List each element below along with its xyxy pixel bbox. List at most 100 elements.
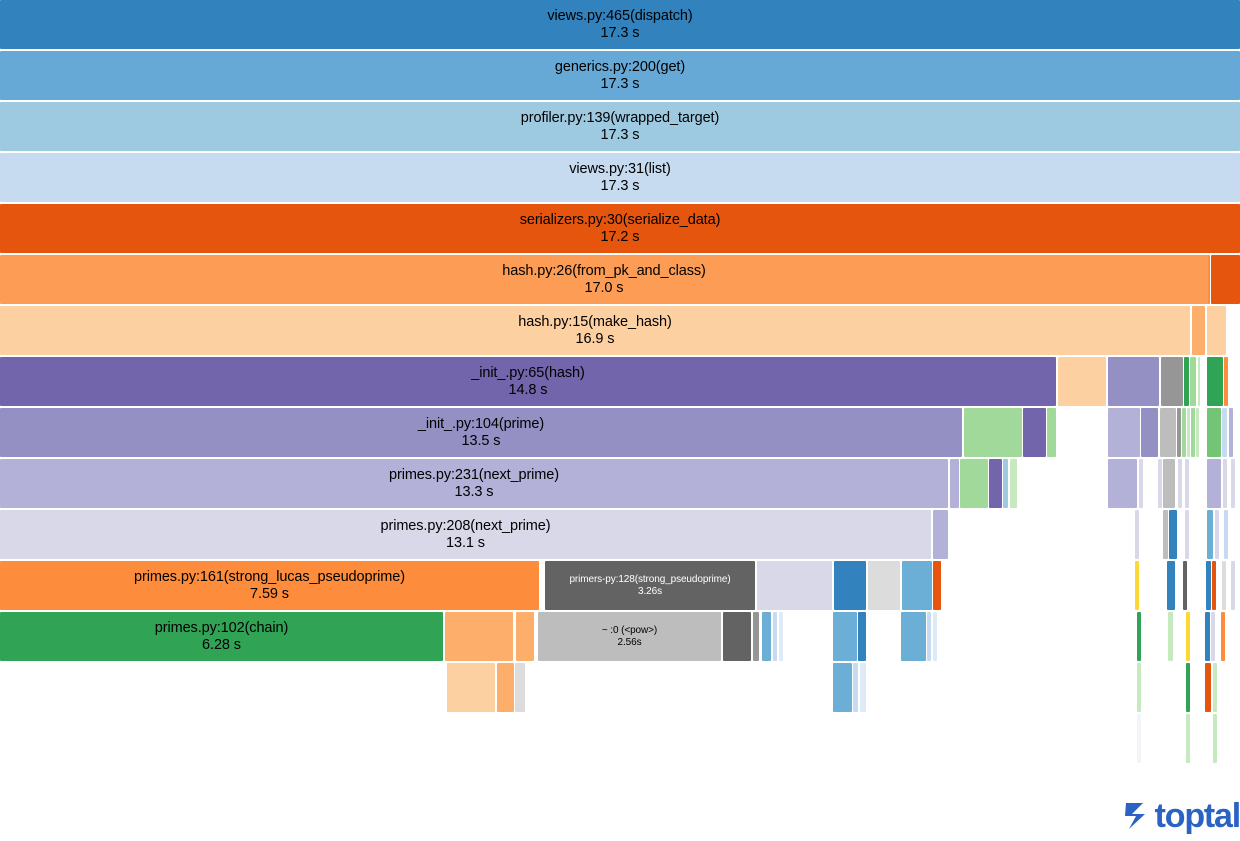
- flame-frame[interactable]: primes.py:231(next_prime)13.3 s: [0, 459, 948, 508]
- flame-frame-unlabeled[interactable]: [1010, 459, 1017, 508]
- flame-frame-unlabeled[interactable]: [1108, 408, 1140, 457]
- flame-frame-unlabeled[interactable]: [1163, 510, 1168, 559]
- flame-frame-unlabeled[interactable]: [1222, 408, 1227, 457]
- flame-frame-unlabeled[interactable]: [516, 612, 534, 661]
- flame-frame-unlabeled[interactable]: [1137, 612, 1141, 661]
- flame-frame-unlabeled[interactable]: [834, 561, 866, 610]
- flame-frame-unlabeled[interactable]: [858, 612, 866, 661]
- flame-frame-unlabeled[interactable]: [1221, 612, 1225, 661]
- flame-frame-unlabeled[interactable]: [1186, 663, 1190, 712]
- flame-frame-unlabeled[interactable]: [1177, 408, 1181, 457]
- flame-frame-unlabeled[interactable]: [779, 612, 783, 661]
- flame-frame-unlabeled[interactable]: [1212, 561, 1216, 610]
- flame-frame-unlabeled[interactable]: [723, 612, 751, 661]
- flame-frame-unlabeled[interactable]: [1198, 357, 1200, 406]
- flame-frame[interactable]: _init_.py:104(prime)13.5 s: [0, 408, 962, 457]
- flame-frame[interactable]: views.py:31(list)17.3 s: [0, 153, 1240, 202]
- flame-frame-unlabeled[interactable]: [901, 612, 926, 661]
- flame-frame-unlabeled[interactable]: [902, 561, 932, 610]
- flame-frame-unlabeled[interactable]: [445, 612, 513, 661]
- flame-frame[interactable]: _init_.py:65(hash)14.8 s: [0, 357, 1056, 406]
- flame-frame-unlabeled[interactable]: [497, 663, 514, 712]
- flame-frame-unlabeled[interactable]: [1058, 357, 1106, 406]
- flame-frame-unlabeled[interactable]: [1158, 459, 1162, 508]
- flame-frame-unlabeled[interactable]: [762, 612, 771, 661]
- flame-frame-unlabeled[interactable]: [1139, 459, 1143, 508]
- flame-frame-unlabeled[interactable]: [868, 561, 900, 610]
- flame-frame-unlabeled[interactable]: [1213, 714, 1217, 763]
- flame-frame-unlabeled[interactable]: [1161, 357, 1183, 406]
- flame-frame-unlabeled[interactable]: [1183, 561, 1187, 610]
- flame-frame-unlabeled[interactable]: [773, 612, 777, 661]
- flame-frame-unlabeled[interactable]: [1003, 459, 1008, 508]
- flame-frame-unlabeled[interactable]: [1186, 612, 1190, 661]
- flame-frame[interactable]: hash.py:26(from_pk_and_class)17.0 s: [0, 255, 1208, 304]
- flame-frame-unlabeled[interactable]: [1215, 510, 1219, 559]
- flame-frame-unlabeled[interactable]: [1023, 408, 1046, 457]
- flame-frame-unlabeled[interactable]: [1185, 510, 1189, 559]
- flame-frame-unlabeled[interactable]: [1168, 612, 1173, 661]
- flame-frame-unlabeled[interactable]: [1182, 408, 1186, 457]
- flame-frame-unlabeled[interactable]: [1196, 408, 1199, 457]
- flame-frame-unlabeled[interactable]: [1169, 510, 1177, 559]
- flame-frame-unlabeled[interactable]: [1229, 408, 1233, 457]
- flame-frame-unlabeled[interactable]: [1108, 357, 1159, 406]
- flame-frame-unlabeled[interactable]: [1141, 408, 1158, 457]
- flame-frame-unlabeled[interactable]: [1207, 408, 1221, 457]
- flame-frame-unlabeled[interactable]: [757, 561, 832, 610]
- flame-frame-unlabeled[interactable]: [1222, 561, 1226, 610]
- flame-frame-unlabeled[interactable]: [1108, 459, 1137, 508]
- flame-frame-unlabeled[interactable]: [950, 459, 959, 508]
- flame-frame-unlabeled[interactable]: [853, 663, 858, 712]
- flame-frame[interactable]: serializers.py:30(serialize_data)17.2 s: [0, 204, 1240, 253]
- flame-frame-unlabeled[interactable]: [1184, 357, 1189, 406]
- flame-frame-unlabeled[interactable]: [1047, 408, 1056, 457]
- flame-frame-unlabeled[interactable]: [1137, 663, 1141, 712]
- flame-frame-unlabeled[interactable]: [1223, 459, 1227, 508]
- flame-frame-unlabeled[interactable]: [1207, 510, 1213, 559]
- flame-frame-unlabeled[interactable]: [1163, 459, 1175, 508]
- flame-frame-unlabeled[interactable]: [1160, 408, 1176, 457]
- flame-frame-unlabeled[interactable]: [1191, 408, 1195, 457]
- flame-frame-unlabeled[interactable]: [960, 459, 988, 508]
- flame-frame[interactable]: generics.py:200(get)17.3 s: [0, 51, 1240, 100]
- flame-frame[interactable]: ~ :0 (<pow>)2.56s: [538, 612, 721, 661]
- flame-frame-unlabeled[interactable]: [989, 459, 1002, 508]
- flame-frame-unlabeled[interactable]: [860, 663, 866, 712]
- flame-frame-unlabeled[interactable]: [1190, 357, 1196, 406]
- flame-frame[interactable]: primes.py:208(next_prime)13.1 s: [0, 510, 931, 559]
- flame-frame-unlabeled[interactable]: [927, 612, 931, 661]
- flame-frame-unlabeled[interactable]: [1135, 510, 1139, 559]
- flame-frame-unlabeled[interactable]: [1185, 459, 1189, 508]
- flame-frame[interactable]: primes.py:161(strong_lucas_pseudoprime)7…: [0, 561, 539, 610]
- flame-frame-unlabeled[interactable]: [1207, 459, 1221, 508]
- flame-frame[interactable]: primes.py:102(chain)6.28 s: [0, 612, 443, 661]
- flame-frame-unlabeled[interactable]: [1192, 306, 1205, 355]
- flame-frame-unlabeled[interactable]: [1137, 714, 1141, 763]
- flame-frame-unlabeled[interactable]: [1207, 306, 1226, 355]
- flame-frame-unlabeled[interactable]: [1231, 459, 1235, 508]
- flame-frame[interactable]: hash.py:15(make_hash)16.9 s: [0, 306, 1190, 355]
- flame-frame-unlabeled[interactable]: [1187, 408, 1190, 457]
- flame-frame-unlabeled[interactable]: [833, 663, 852, 712]
- flame-frame-unlabeled[interactable]: [1205, 663, 1211, 712]
- flame-frame-unlabeled[interactable]: [1167, 561, 1175, 610]
- flame-frame-unlabeled[interactable]: [1231, 561, 1235, 610]
- flame-frame-unlabeled[interactable]: [1213, 663, 1217, 712]
- flame-frame-unlabeled[interactable]: [1206, 561, 1211, 610]
- flame-frame-unlabeled[interactable]: [933, 612, 937, 661]
- flame-frame-unlabeled[interactable]: [933, 510, 948, 559]
- flame-frame-unlabeled[interactable]: [1224, 510, 1228, 559]
- flame-frame-unlabeled[interactable]: [833, 612, 857, 661]
- flame-frame[interactable]: views.py:465(dispatch)17.3 s: [0, 0, 1240, 49]
- flame-frame-unlabeled[interactable]: [753, 612, 759, 661]
- flame-frame-unlabeled[interactable]: [1135, 561, 1139, 610]
- flame-frame-unlabeled[interactable]: [1211, 255, 1240, 304]
- flame-frame-unlabeled[interactable]: [1211, 612, 1215, 661]
- flame-frame-unlabeled[interactable]: [964, 408, 1022, 457]
- flame-frame[interactable]: primers-py:128(strong_pseudoprime)3.26s: [545, 561, 755, 610]
- flame-frame-unlabeled[interactable]: [447, 663, 495, 712]
- flame-frame-unlabeled[interactable]: [1224, 357, 1228, 406]
- flame-frame-unlabeled[interactable]: [933, 561, 941, 610]
